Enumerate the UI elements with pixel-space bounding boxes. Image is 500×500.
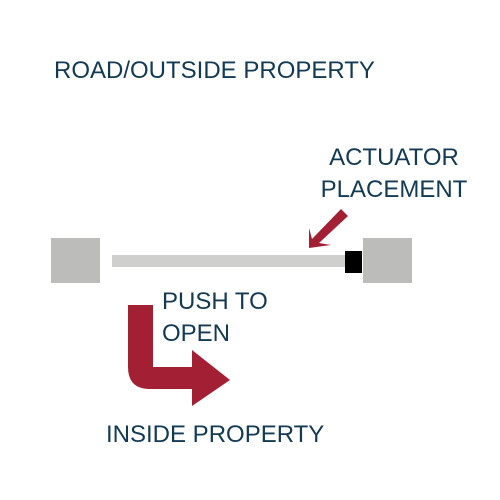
push-label-line-1: PUSH TO (162, 288, 268, 315)
push-to-open-arrow (128, 305, 230, 406)
inside-property-label: INSIDE PROPERTY (106, 421, 325, 448)
actuator-label-line-1: ACTUATOR (329, 144, 459, 171)
road-outside-property-label: ROAD/OUTSIDE PROPERTY (54, 57, 375, 84)
actuator-pointer-arrow (309, 209, 348, 248)
right-gate-post (363, 238, 412, 283)
push-label-line-2: OPEN (162, 320, 231, 347)
gate-bar (112, 255, 348, 267)
actuator-placement-label: ACTUATOR PLACEMENT (296, 142, 492, 206)
left-gate-post (51, 238, 100, 283)
actuator-block (345, 251, 362, 273)
actuator-label-line-2: PLACEMENT (320, 176, 468, 203)
push-to-open-label: PUSH TO OPEN (162, 286, 268, 350)
